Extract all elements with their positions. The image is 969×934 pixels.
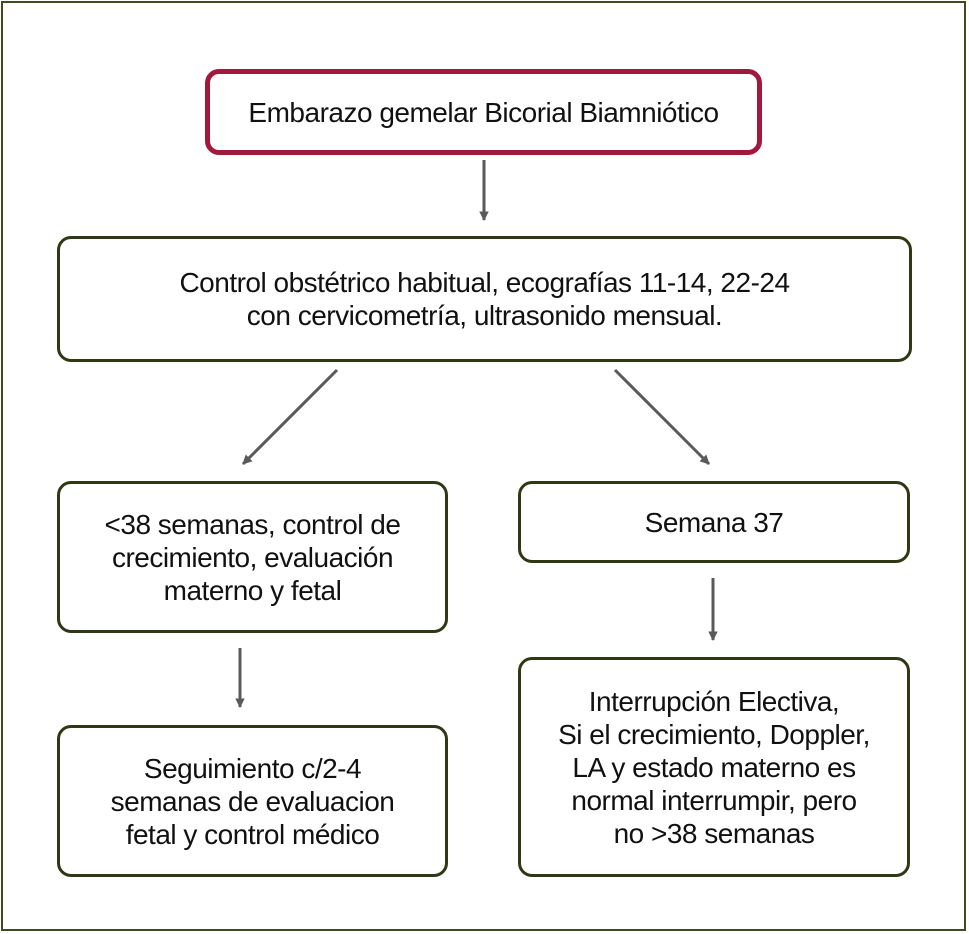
right-leaf-node-text: Interrupción Electiva, Si el crecimiento… <box>558 685 870 849</box>
right-leaf-node: Interrupción Electiva, Si el crecimiento… <box>518 657 910 877</box>
root-node: Embarazo gemelar Bicorial Biamniótico <box>205 69 762 155</box>
arrow-control-to-left <box>241 368 339 466</box>
left-branch-node-text: <38 semanas, control de crecimiento, eva… <box>104 508 401 606</box>
root-node-text: Embarazo gemelar Bicorial Biamniótico <box>248 96 719 128</box>
left-leaf-node: Seguimiento c/2-4 semanas de evaluacion … <box>57 725 448 877</box>
arrow-control-to-right <box>613 368 711 466</box>
right-branch-node: Semana 37 <box>518 481 910 563</box>
right-branch-node-text: Semana 37 <box>644 506 784 538</box>
control-node-text: Control obstétrico habitual, ecografías … <box>179 267 790 331</box>
control-node: Control obstétrico habitual, ecografías … <box>57 236 912 362</box>
left-branch-node: <38 semanas, control de crecimiento, eva… <box>57 481 448 633</box>
left-leaf-node-text: Seguimiento c/2-4 semanas de evaluacion … <box>110 752 395 850</box>
